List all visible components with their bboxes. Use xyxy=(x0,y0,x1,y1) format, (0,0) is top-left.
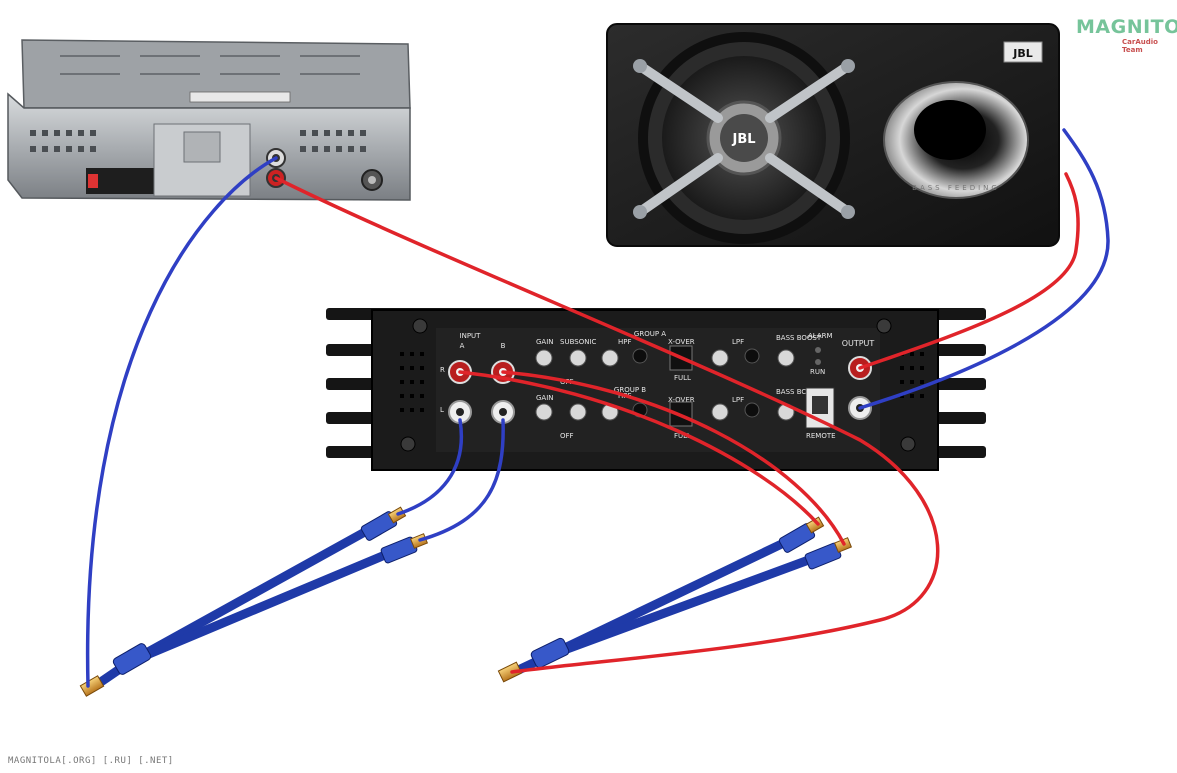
logo-name: MAGNITOLA xyxy=(1076,16,1177,38)
wire-blue-output xyxy=(858,128,1110,410)
bass-boost-label-a: BASS BOOST xyxy=(776,334,822,342)
port-label: BASS FEEDING xyxy=(912,184,1000,192)
watermark: MAGNITOLA[.ORG] [.RU] [.NET] xyxy=(8,756,174,766)
y-splitter-right xyxy=(497,516,853,683)
lpf-label-a: LPF xyxy=(732,338,744,346)
alarm-label: ALARM xyxy=(808,332,833,340)
magnitola-logo: MAGNITOLA CarAudio Team xyxy=(1076,16,1177,54)
remote-label: REMOTE xyxy=(806,432,836,440)
wire-red-headunit xyxy=(274,176,940,674)
lpf-label-b: LPF xyxy=(732,396,744,404)
channel-b-label: B xyxy=(501,342,506,350)
gain-label-b: GAIN xyxy=(536,394,554,402)
subsonic-label-a: SUBSONIC xyxy=(560,338,597,346)
bass-boost-label-b: BASS BOOST xyxy=(776,388,822,396)
wires xyxy=(85,128,1110,688)
xover-label-a: X-OVER xyxy=(668,338,695,346)
input-label: INPUT xyxy=(460,332,482,340)
wire-red-input-a xyxy=(458,370,820,526)
output-label: OUTPUT xyxy=(842,339,875,348)
woofer-brand: JBL xyxy=(731,132,755,147)
off-label-b: OFF xyxy=(560,432,574,440)
side-r-label: R xyxy=(440,366,445,374)
y-splitter-left xyxy=(79,506,429,697)
subwoofer-box: JBL BASS FEEDING JBL xyxy=(606,23,1060,247)
full-label-b: FULL xyxy=(674,432,691,440)
run-label: RUN xyxy=(810,368,825,376)
subwoofer-brand: JBL xyxy=(1012,47,1033,60)
wire-red-output xyxy=(858,172,1080,370)
logo-team: CarAudio Team xyxy=(1122,38,1158,54)
group-a-label: GROUP A xyxy=(634,330,666,338)
head-unit xyxy=(7,39,411,201)
group-b-label: GROUP B xyxy=(614,386,646,394)
side-l-label: L xyxy=(440,406,444,414)
full-label-a: FULL xyxy=(674,374,691,382)
wire-blue-input-b xyxy=(418,418,505,542)
wire-red-input-b xyxy=(501,370,846,546)
wire-blue-input-a xyxy=(396,418,464,516)
hpf-label-a: HPF xyxy=(618,338,632,346)
channel-a-label: A xyxy=(460,342,465,350)
gain-label-a: GAIN xyxy=(536,338,554,346)
xover-label-b: X-OVER xyxy=(668,396,695,404)
amplifier: INPUT A B R L GROUP A GROUP B GAIN SUBSO… xyxy=(326,308,986,471)
wire-blue-headunit xyxy=(85,156,278,688)
